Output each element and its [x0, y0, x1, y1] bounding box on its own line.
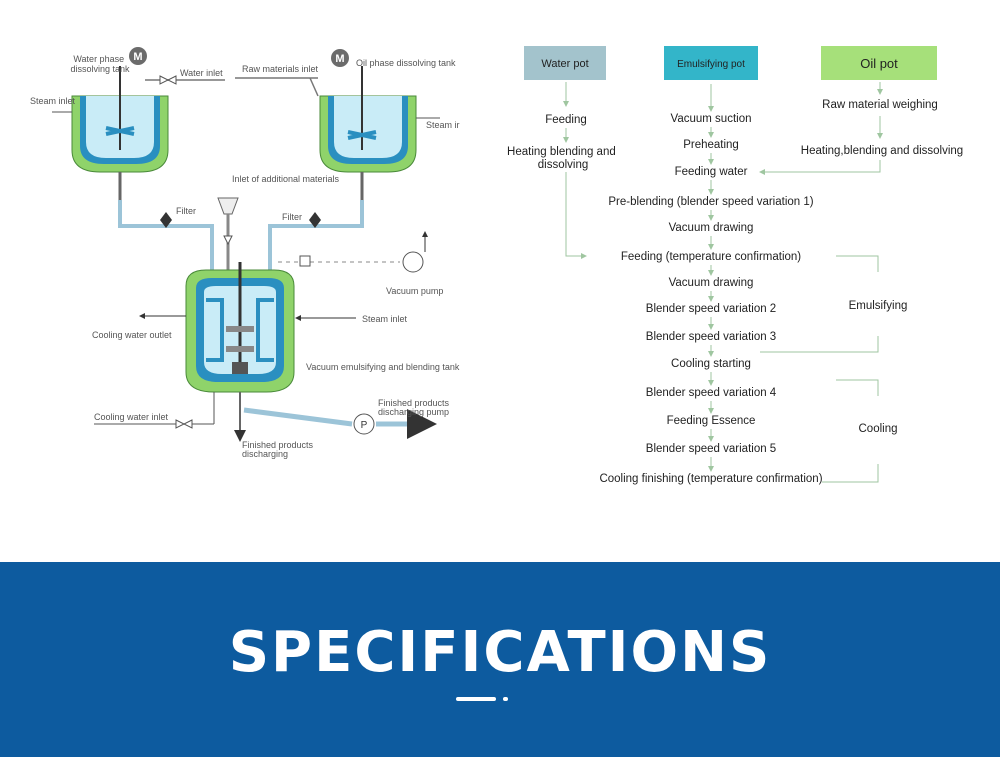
finished-discharging-line2: discharging	[242, 449, 288, 459]
oil-phase-tank	[319, 66, 417, 200]
main-step: Blender speed variation 4	[646, 387, 777, 399]
main-step: Feeding water	[675, 166, 748, 178]
finished-discharging-label: Finished products discharging	[242, 440, 316, 459]
oil-pot-header: Oil pot	[860, 56, 898, 71]
water-pot-header-box	[524, 46, 606, 80]
valve-icon	[159, 75, 177, 85]
discharge-pipe	[243, 407, 353, 427]
water-phase-pipe	[118, 200, 214, 278]
main-step: Blender speed variation 5	[646, 443, 776, 455]
cooling-water-outlet-label: Cooling water outlet	[92, 330, 172, 340]
oil-pot-header-box	[821, 46, 937, 80]
main-step: Cooling starting	[671, 358, 751, 370]
main-step: Vacuum suction	[671, 113, 752, 125]
specifications-banner: SPECIFICATIONS	[0, 562, 1000, 757]
finished-discharging-line1: Finished products	[242, 440, 314, 450]
filter-left-label: Filter	[176, 206, 196, 216]
finished-pump-label-line1: Finished products	[378, 398, 450, 408]
discharge-pump-icon: P	[353, 413, 375, 435]
emulsifying-pot-header-box	[664, 46, 758, 80]
filter-right-label: Filter	[282, 212, 302, 222]
phase-cooling: Cooling	[859, 423, 898, 435]
main-step: Vacuum drawing	[669, 277, 754, 289]
main-step: Feeding Essence	[667, 415, 756, 427]
process-diagram: M M	[30, 46, 963, 485]
equipment-schematic: M M	[30, 47, 460, 459]
svg-text:M: M	[133, 51, 142, 63]
main-step: Vacuum drawing	[669, 222, 754, 234]
water-step-heating: Heating blending and dissolving	[507, 146, 619, 171]
water-tank-label-line1: Water phase	[73, 54, 124, 64]
motor-icon: M	[129, 47, 147, 65]
oil-step-weighing: Raw material weighing	[822, 99, 938, 111]
main-emulsifying-tank	[185, 262, 295, 393]
additional-materials-label: Inlet of additional materials	[232, 174, 340, 184]
banner-title: SPECIFICATIONS	[228, 620, 772, 685]
svg-text:P: P	[361, 420, 368, 431]
emulsifying-pot-header: Emulsifying pot	[677, 59, 745, 70]
process-flowchart: Water pot Emulsifying pot Oil pot Feedin…	[507, 46, 963, 485]
emulsifying-bracket	[760, 255, 879, 353]
cooling-water-inlet-label: Cooling water inlet	[94, 412, 169, 422]
motor-icon: M	[331, 49, 349, 67]
water-tank-label-line2: dissolving tank	[70, 64, 130, 74]
banner-underline	[456, 697, 496, 701]
finished-pump-label-line2: discharging pump	[378, 407, 449, 417]
main-step: Preheating	[683, 139, 739, 151]
main-step: Feeding (temperature confirmation)	[621, 251, 801, 263]
phase-emulsifying: Emulsifying	[849, 300, 908, 312]
finished-pump-label: Finished products discharging pump	[378, 398, 452, 417]
filter-icon	[309, 212, 321, 228]
main-step: Cooling finishing (temperature confirmat…	[599, 473, 822, 485]
oil-step-heating: Heating,blending and dissolving	[801, 145, 963, 157]
vacuum-pump-label: Vacuum pump	[386, 286, 443, 296]
water-phase-tank	[71, 66, 169, 200]
steam-inlet-right-label: Steam ir	[426, 120, 460, 130]
steam-inlet-left-label: Steam inlet	[30, 96, 76, 106]
cooling-bracket	[822, 379, 879, 483]
water-step-heating-line2: dissolving	[538, 159, 589, 171]
water-tank-label: Water phase dissolving tank	[70, 54, 130, 74]
filter-icon	[160, 212, 172, 228]
oil-tank-label: Oil phase dissolving tank	[356, 58, 456, 68]
main-step: Pre-blending (blender speed variation 1)	[608, 196, 813, 208]
raw-materials-inlet-label: Raw materials inlet	[242, 64, 319, 74]
additional-materials-hopper	[217, 197, 239, 272]
main-step: Blender speed variation 3	[646, 331, 776, 343]
vacuum-pump-icon	[402, 231, 428, 273]
water-pot-header: Water pot	[541, 58, 588, 70]
water-inlet-label: Water inlet	[180, 68, 223, 78]
main-step: Blender speed variation 2	[646, 303, 776, 315]
svg-text:M: M	[335, 53, 344, 65]
steam-inlet-main-label: Steam inlet	[362, 314, 408, 324]
water-step-feeding: Feeding	[545, 114, 587, 126]
water-step-heating-line1: Heating blending and	[507, 146, 616, 158]
main-tank-label: Vacuum emulsifying and blending tank	[306, 362, 460, 372]
banner-underline-dot	[503, 697, 508, 701]
